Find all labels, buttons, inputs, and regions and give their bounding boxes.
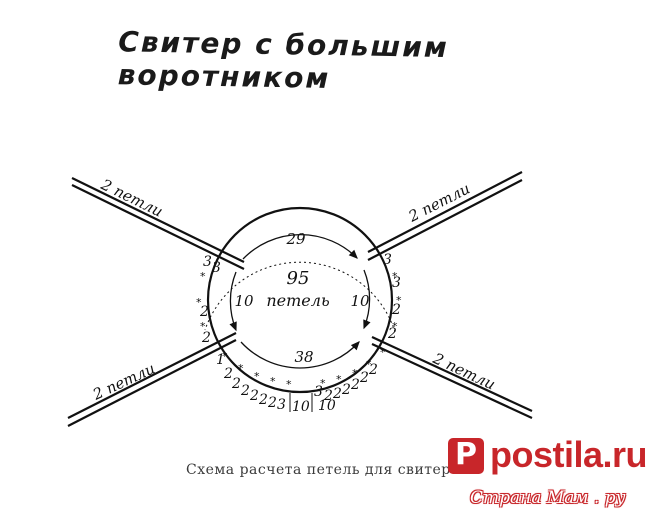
raglan-line-top-left: [71, 177, 245, 263]
bottom-number: 2: [332, 386, 342, 402]
arc-bottom: [240, 341, 360, 369]
decrease-markers: * * * * * * * * * * * * * * * *: [196, 270, 402, 391]
diagram-caption: Схема расчета петель для свитера: [186, 462, 460, 478]
bottom-right-numbers: 3 2 2 2 2 2 2: [314, 362, 378, 404]
svg-text:*: *: [320, 377, 326, 390]
arc-top: [242, 233, 358, 260]
raglan-line-bottom-left: [67, 339, 237, 427]
bottom-number: 1: [216, 352, 225, 368]
svg-text:*: *: [200, 270, 206, 283]
svg-text:*: *: [286, 378, 292, 391]
svg-text:*: *: [200, 320, 206, 333]
svg-text:*: *: [254, 370, 260, 383]
bottom-center-numbers: 10 10: [289, 393, 336, 415]
left-number: 2: [199, 304, 209, 320]
bottom-center-number: 10: [318, 398, 336, 414]
bottom-number: 2: [240, 383, 250, 399]
right-number: 3: [383, 252, 392, 268]
decrease-arc: [204, 261, 396, 333]
strana-mam-watermark: Страна Мам . ру: [470, 488, 626, 508]
bottom-left-numbers: 1 2 2 2 2 2 2 3: [216, 352, 286, 413]
bottom-number: 3: [277, 397, 286, 413]
right-number: 3: [392, 275, 401, 291]
svg-text:*: *: [196, 296, 202, 309]
bottom-number: 2: [350, 377, 360, 393]
postila-logo: P: [448, 437, 484, 474]
left-side-numbers: 3 3 2 2: [199, 254, 221, 346]
postila-brand: postila.ru: [490, 434, 648, 475]
svg-text:*: *: [238, 362, 244, 375]
raglan-line-bottom-right: [371, 343, 533, 419]
bottom-number: 2: [323, 388, 333, 404]
svg-text:*: *: [352, 367, 358, 380]
svg-text:*: *: [222, 350, 228, 363]
bottom-count: 38: [294, 348, 313, 366]
bottom-number: 2: [267, 395, 277, 411]
raglan-lines: [67, 171, 533, 427]
bottom-number: 2: [223, 366, 233, 382]
inner-arcs: [229, 233, 371, 369]
right-number: 2: [387, 326, 397, 342]
left-number: 2: [201, 330, 211, 346]
raglan-line-top-right: [367, 171, 523, 253]
arc-right: [363, 269, 371, 330]
bottom-number: 2: [368, 362, 378, 378]
svg-text:*: *: [380, 346, 386, 359]
right-number: 2: [391, 302, 401, 318]
svg-text:*: *: [270, 375, 276, 388]
right-side-numbers: 3 3 2 2: [383, 252, 401, 342]
bottom-center-number: 10: [292, 399, 310, 415]
left-number: 3: [212, 260, 221, 276]
bottom-number: 3: [314, 384, 323, 400]
top-count: 29: [285, 230, 306, 248]
bottom-number: 2: [359, 370, 369, 386]
svg-text:*: *: [336, 373, 342, 386]
svg-text:*: *: [392, 320, 398, 333]
left-count: 10: [234, 292, 254, 310]
svg-text:*: *: [396, 294, 402, 307]
left-number: 3: [203, 254, 212, 270]
center-count: 95: [287, 268, 310, 289]
right-count: 10: [350, 292, 370, 310]
neck-circle: [206, 206, 394, 394]
bottom-number: 2: [258, 392, 268, 408]
center-unit: петель: [266, 291, 329, 310]
bottom-number: 2: [341, 382, 351, 398]
bottom-number: 2: [231, 376, 241, 392]
svg-text:*: *: [366, 358, 372, 371]
arc-left: [229, 271, 237, 332]
svg-text:*: *: [392, 270, 398, 283]
bottom-number: 2: [249, 388, 259, 404]
